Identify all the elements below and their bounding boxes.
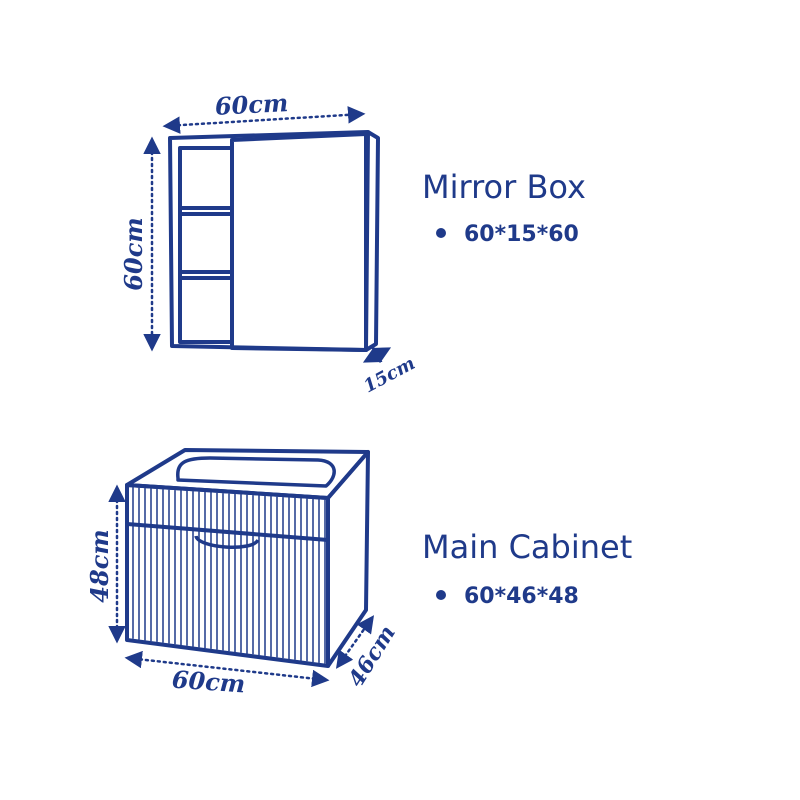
mirror-box-spec: 60*15*60 <box>464 222 579 247</box>
cabinet-side <box>326 450 370 668</box>
main-cabinet-spec-item: 60*46*48 <box>436 584 579 609</box>
mirror-depth-dimension-line <box>362 346 392 364</box>
main-cabinet-title: Main Cabinet <box>422 528 633 566</box>
cabinet-width-dimension-line <box>124 650 330 688</box>
mirror-width-dimension-line <box>162 106 366 134</box>
mirror-box-dimension-lines <box>143 106 392 364</box>
cabinet-fluting <box>132 487 326 664</box>
drawer-handle <box>194 535 260 549</box>
mirror-door <box>230 132 368 352</box>
cabinet-basin <box>176 456 336 488</box>
cabinet-depth-dimension-line <box>335 615 375 669</box>
mirror-box-title: Mirror Box <box>422 168 586 206</box>
mirror-height-label: 60cm <box>119 217 148 290</box>
cabinet-height-label: 48cm <box>85 529 114 602</box>
mirror-box-spec-item: 60*15*60 <box>436 222 579 247</box>
mirror-box-frame <box>168 130 370 352</box>
mirror-box-shelf-area <box>178 146 234 344</box>
bullet-icon <box>436 228 446 238</box>
main-cabinet-spec: 60*46*48 <box>464 584 579 609</box>
bullet-icon <box>436 590 446 600</box>
mirror-depth-label: 15cm <box>360 353 418 397</box>
cabinet-dimension-lines <box>108 484 375 688</box>
cabinet-width-label: 60cm <box>171 664 246 698</box>
mirror-width-label: 60cm <box>214 88 289 121</box>
mirror-box-drawing <box>168 130 380 352</box>
